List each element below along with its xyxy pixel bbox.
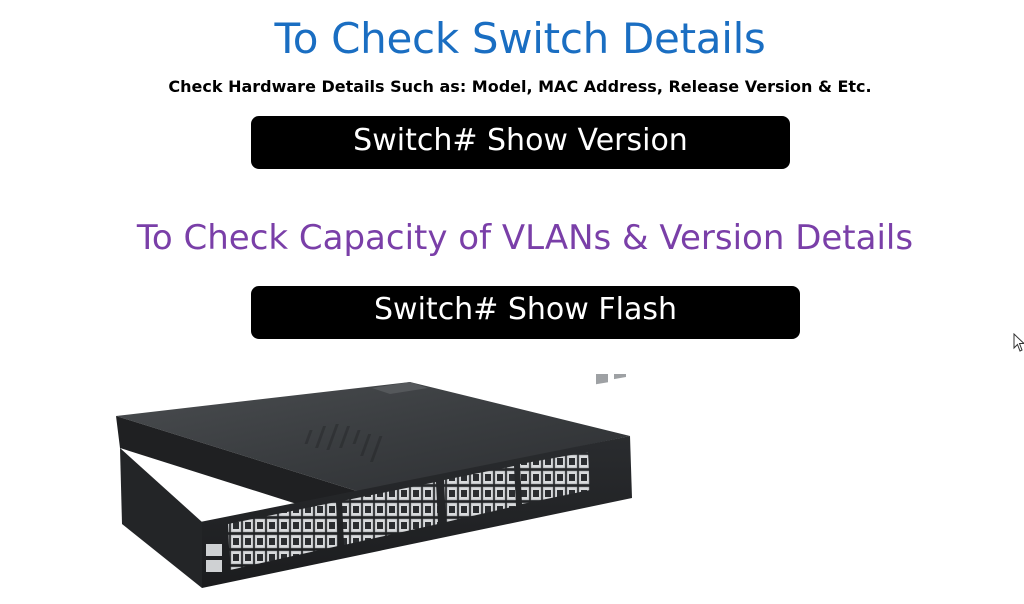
switch-port-block-4 — [520, 452, 590, 504]
mouse-pointer-icon — [1013, 333, 1024, 352]
slide-subtitle-hardware-details: Check Hardware Details Such as: Model, M… — [168, 77, 872, 96]
network-switch-image — [116, 374, 632, 588]
command-box-show-flash: Switch# Show Flash — [251, 286, 800, 339]
command-text-show-version: Switch# Show Version — [353, 123, 688, 158]
switch-top-surface — [116, 382, 630, 492]
switch-port-block-2 — [342, 482, 438, 545]
slide-title-vlan-capacity: To Check Capacity of VLANs & Version Det… — [136, 218, 914, 258]
switch-port-block-3 — [444, 466, 516, 522]
slide-title-switch-details: To Check Switch Details — [274, 14, 766, 63]
command-box-show-version: Switch# Show Version — [251, 116, 790, 169]
switch-top-logo — [304, 424, 383, 462]
switch-port-block-1 — [228, 502, 338, 570]
command-text-show-flash: Switch# Show Flash — [374, 292, 677, 327]
